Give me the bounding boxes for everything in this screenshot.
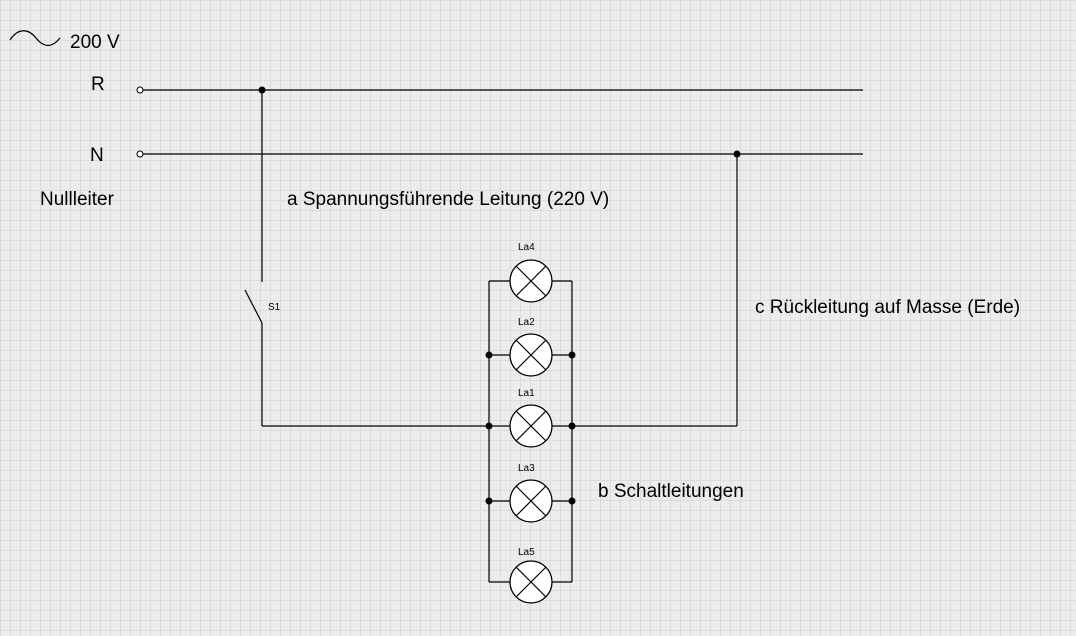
lamp-la2-label: La2 [518, 317, 535, 328]
switch-s1 [244, 289, 263, 324]
lamp-la5: La5 [489, 547, 572, 604]
ac-sine-icon [9, 30, 61, 47]
lamp-la3-label: La3 [518, 463, 535, 474]
lamp-la2: La2 [485, 317, 576, 377]
switch-s1-label: S1 [268, 302, 281, 313]
lamp-la1-label: La1 [518, 388, 535, 399]
terminal-n [136, 150, 144, 158]
label-c: c Rückleitung auf Masse (Erde) [755, 297, 1020, 318]
lamp-la3: La3 [485, 463, 576, 523]
voltage-label: 200 V [70, 32, 120, 53]
terminal-r [136, 86, 144, 94]
label-b: b Schaltleitungen [598, 481, 744, 502]
lamp-la4-label: La4 [518, 242, 535, 253]
label-a: a Spannungsführende Leitung (220 V) [287, 189, 609, 210]
nullleiter-label: Nullleiter [40, 189, 115, 210]
lamp-la5-label: La5 [518, 547, 535, 558]
line-r-label: R [91, 74, 105, 95]
lamp-la1: La1 [485, 388, 576, 448]
line-n-label: N [90, 145, 104, 166]
lamp-la4: La4 [489, 242, 572, 303]
